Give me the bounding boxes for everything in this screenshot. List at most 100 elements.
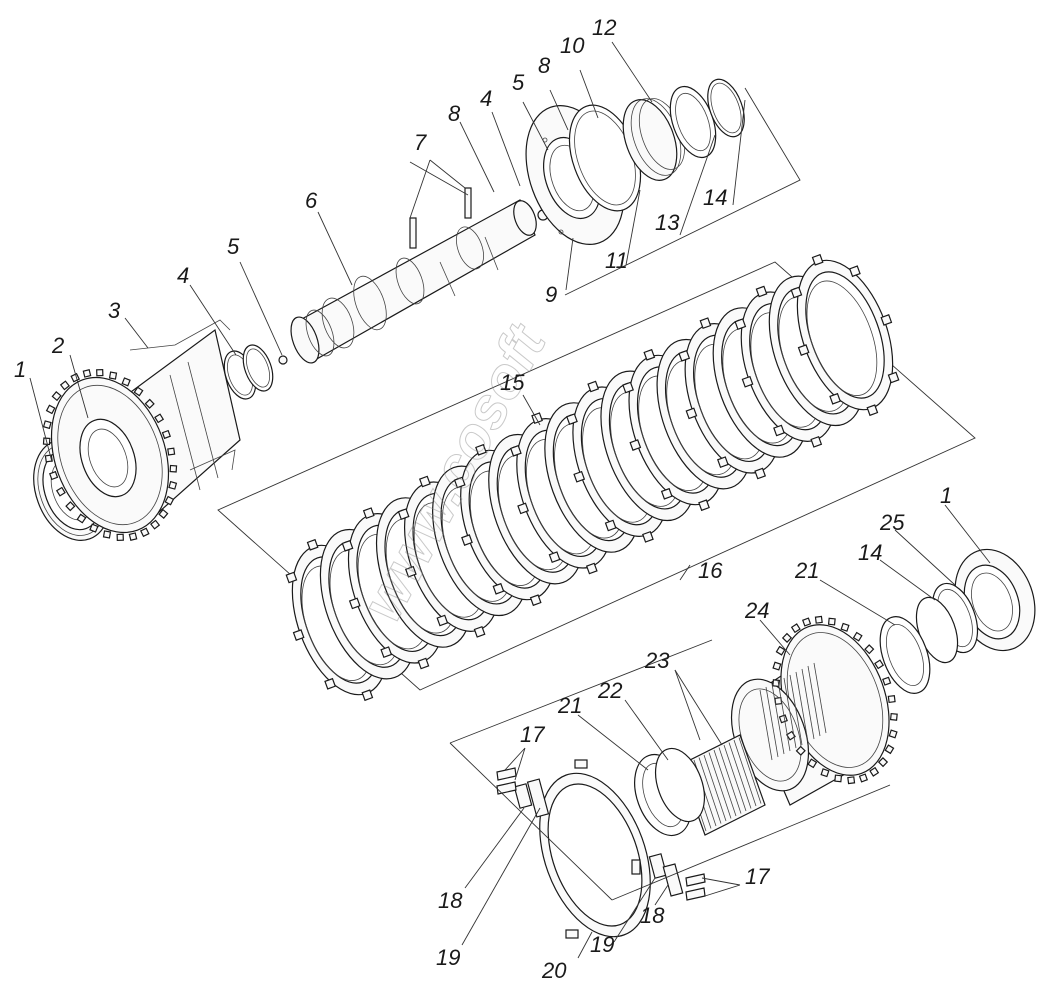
gear-tooth [121, 377, 131, 387]
plate-tab [811, 253, 824, 266]
drum-slot [801, 668, 815, 740]
plate-tab [341, 539, 354, 552]
callout-3: 3 [108, 298, 121, 323]
callout-14: 14 [703, 185, 727, 210]
plate-tab [755, 285, 768, 298]
callout-23: 23 [644, 648, 670, 673]
callout-11: 11 [605, 248, 628, 273]
callout-18: 18 [438, 888, 463, 913]
gear-tooth [840, 622, 850, 632]
plate-tab [642, 530, 654, 543]
plate-tab [643, 348, 656, 361]
drum-slot [795, 671, 809, 743]
gear-tooth [820, 768, 830, 778]
plate-tab [548, 551, 561, 564]
needle-roller [738, 737, 762, 804]
plate-tab [773, 424, 785, 437]
part-gear-drum [42, 319, 241, 542]
plate-tab [566, 413, 578, 426]
gear-tooth [795, 745, 806, 756]
callout-9: 9 [545, 282, 557, 307]
part-driven-gear [730, 615, 898, 806]
gear-tooth [827, 617, 836, 626]
callout-labels: 1 2 3 4 5 6 7 8 4 5 8 10 12 9 11 13 14 1… [14, 15, 952, 983]
plate-tab [292, 629, 305, 641]
gear-tooth [82, 369, 92, 378]
gear-tooth [51, 391, 62, 402]
callout-25: 25 [879, 510, 905, 535]
gear-tooth [150, 519, 161, 530]
plate-tab [699, 317, 712, 330]
callout-2: 2 [51, 333, 64, 358]
plate-tab [741, 375, 754, 388]
callout-8: 8 [448, 101, 461, 126]
plate-tab [587, 380, 600, 393]
gear-tooth [869, 766, 880, 777]
gear-tooth [858, 773, 869, 783]
plate-tab [866, 404, 879, 417]
needle-roller [733, 739, 757, 807]
callout-17-right: 17 [745, 864, 770, 889]
steel-plate [790, 253, 900, 417]
gear-tooth [108, 371, 118, 380]
plate-tab [473, 625, 486, 638]
gear-tooth [128, 532, 138, 541]
gear-tooth [167, 447, 176, 456]
gear-tooth [55, 486, 66, 497]
callout-4-upper: 4 [480, 86, 492, 111]
plate-tab [361, 689, 374, 702]
drum-slot [813, 662, 827, 734]
gear-tooth [169, 464, 178, 473]
gear-tooth [775, 645, 786, 656]
plate-tab [348, 597, 361, 610]
gear-tooth [807, 758, 818, 769]
gear-tooth [42, 420, 52, 430]
plate-tab [418, 475, 431, 488]
drum-slot [807, 665, 821, 737]
callout-24: 24 [744, 598, 769, 623]
plate-tab [417, 657, 430, 670]
gear-tooth [45, 404, 56, 415]
gear-tooth [76, 513, 87, 524]
gear-tooth [889, 712, 898, 721]
callout-7: 7 [414, 130, 427, 155]
plate-tab [622, 381, 634, 394]
gear-tooth [89, 523, 99, 533]
callout-13: 13 [655, 210, 680, 235]
drum-slot [771, 683, 785, 755]
gear-tooth [96, 368, 104, 377]
plate-tab [436, 614, 449, 627]
gear-tooth [874, 659, 885, 670]
callout-8-upper: 8 [538, 53, 551, 78]
plate-tab [698, 499, 710, 512]
needle-roller [698, 757, 722, 824]
callout-21: 21 [794, 558, 819, 583]
callout-5: 5 [227, 234, 240, 259]
gear-tooth [161, 429, 171, 440]
needle-roller [703, 754, 727, 822]
part-lock-plates [513, 778, 684, 897]
gear-tooth [888, 729, 898, 739]
part-thrust-washers [879, 582, 979, 694]
gear-tooth [801, 617, 812, 627]
plate-tab [734, 318, 747, 331]
part-inner-races [634, 747, 706, 837]
drum-slot [777, 680, 791, 752]
callout-18-right: 18 [640, 903, 665, 928]
plate-tab [529, 594, 542, 607]
callout-16: 16 [698, 558, 723, 583]
gear-tooth [781, 632, 793, 643]
part-shaft [290, 187, 549, 364]
needle-roller [713, 749, 737, 817]
plate-tab [306, 538, 319, 551]
needle-roller [718, 747, 742, 814]
gear-teeth [772, 615, 898, 785]
drum-slot [765, 686, 779, 758]
clutch-disc-pack [285, 253, 900, 702]
plate-tab [475, 443, 487, 456]
callout-1-right: 1 [940, 483, 952, 508]
gear-tooth [834, 774, 843, 783]
gear-tooth [49, 470, 59, 481]
gear-tooth [154, 413, 165, 424]
